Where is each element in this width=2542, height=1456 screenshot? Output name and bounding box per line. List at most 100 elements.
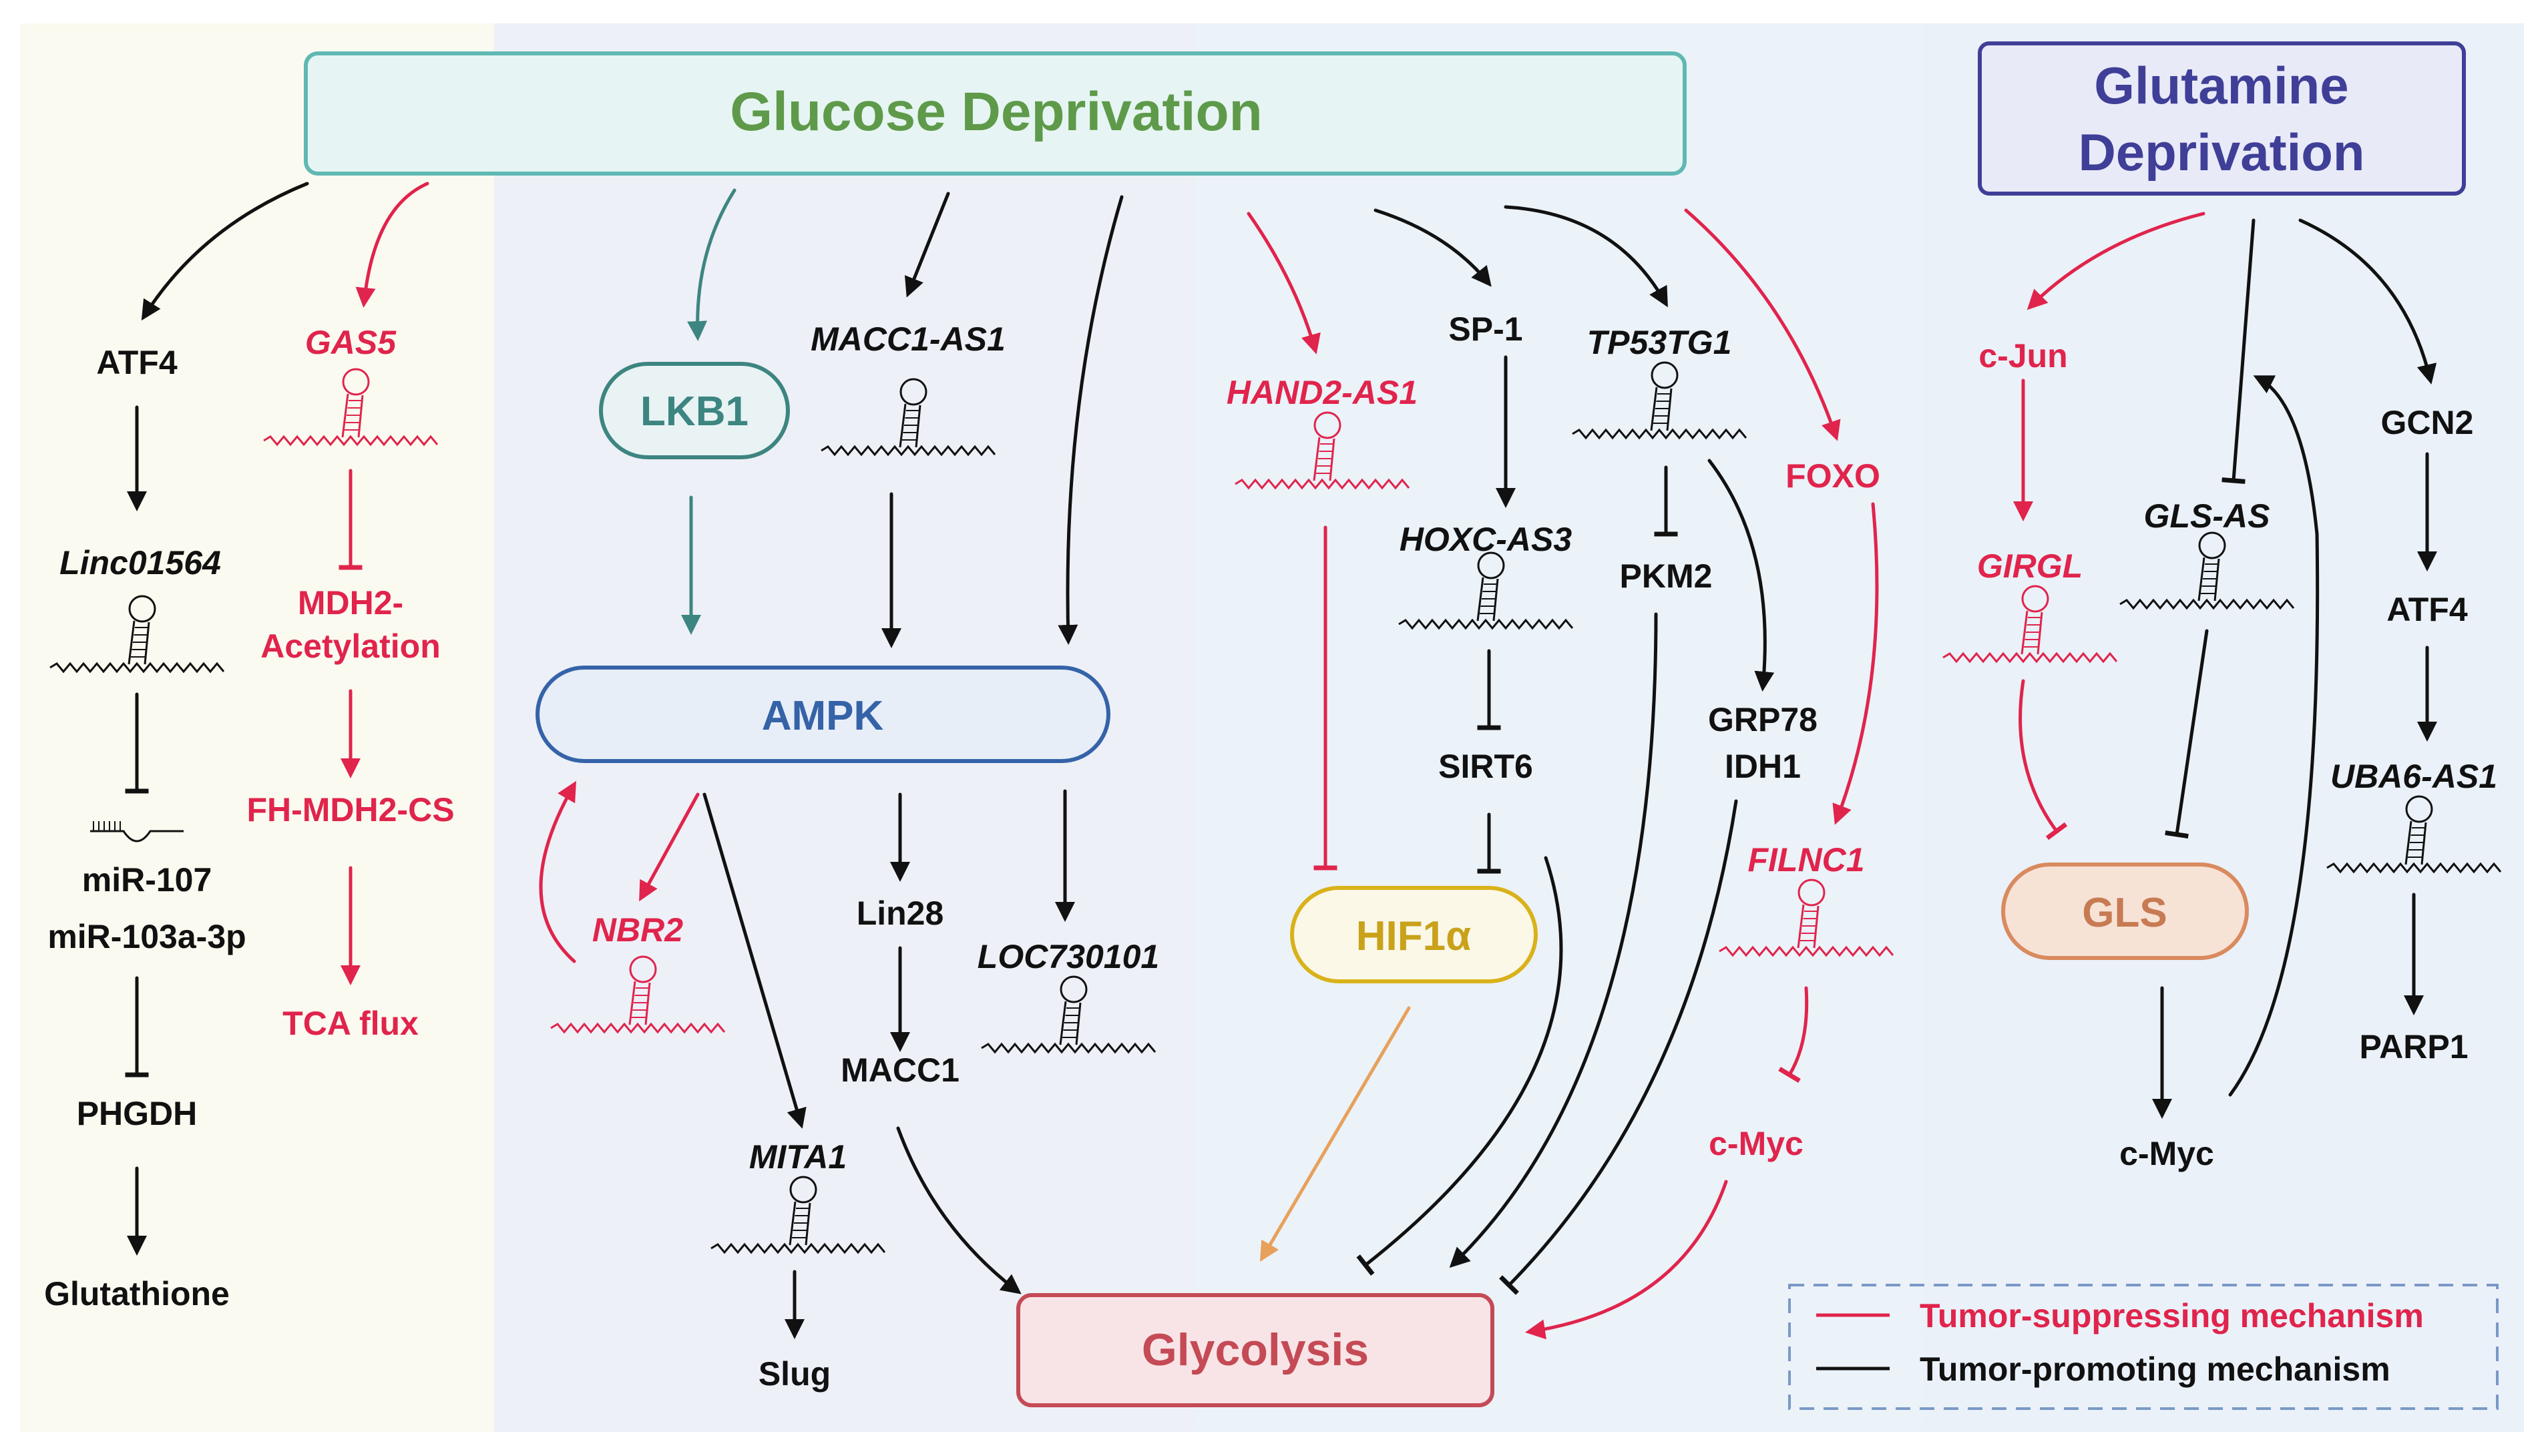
legend: Tumor-suppressing mechanism Tumor-promot… xyxy=(1788,1284,2499,1410)
inhibit-glsas-gls xyxy=(2165,629,2209,839)
glucose-deprivation-title: Glucose Deprivation xyxy=(730,81,1262,142)
atf4-left-label: ATF4 xyxy=(96,344,177,381)
inhibit-filnc1-cmyc xyxy=(1778,986,1809,1083)
arrow-tp53tg1-grp78 xyxy=(1707,459,1775,692)
mirna-glyph-layer xyxy=(90,821,184,842)
arrow-glucose-atf4 xyxy=(141,182,309,321)
lkb1-box xyxy=(599,362,790,459)
nbr2-label: NBR2 xyxy=(592,911,683,949)
arrow-pkm2-glycolysis xyxy=(1449,612,1658,1268)
legend-promoting-label: Tumor-promoting mechanism xyxy=(1920,1351,2390,1388)
sp1-label: SP-1 xyxy=(1448,310,1522,348)
inhibit-sirt6-glycolysis xyxy=(1356,856,1563,1276)
glutamine-deprivation-title-line2: Deprivation xyxy=(2078,123,2364,182)
arrow-foxo-filnc1 xyxy=(1832,502,1879,825)
arrow-glucose-ampk xyxy=(1058,195,1124,645)
phgdh-label: PHGDH xyxy=(77,1095,198,1132)
hand2-as1-rna-icon xyxy=(1235,411,1410,490)
gls-as-rna-icon xyxy=(2119,531,2295,610)
hif1a-box xyxy=(1290,886,1538,983)
inhibit-glutamine-glsas xyxy=(2221,218,2256,484)
mir107-label: miR-107 xyxy=(82,861,212,899)
foxo-label: FOXO xyxy=(1785,457,1880,495)
glutathione-label: Glutathione xyxy=(44,1275,230,1312)
glycolysis-label: Glycolysis xyxy=(1142,1324,1369,1375)
ampk-label: AMPK xyxy=(762,693,884,739)
cjun-label: c-Jun xyxy=(1978,337,2067,375)
arrow-glucose-foxo xyxy=(1684,208,1841,441)
ampk-box xyxy=(536,666,1110,763)
inhibit-girgl-gls xyxy=(2019,679,2068,840)
hif1a-label: HIF1α xyxy=(1356,913,1471,959)
arrow-ampk-nbr2 xyxy=(639,792,700,902)
filnc1-rna-icon xyxy=(1719,879,1894,957)
arrow-glucose-hand2as1 xyxy=(1247,212,1321,354)
glutamine-deprivation-box xyxy=(1978,41,2466,196)
macc1-as1-rna-icon xyxy=(821,378,996,457)
mdh2-label-line2: Acetylation xyxy=(260,628,441,665)
arrow-cmyc-glycolysis xyxy=(1525,1180,1728,1340)
arrow-glutamine-gcn2 xyxy=(2298,218,2437,385)
glucose-deprivation-box xyxy=(304,51,1687,176)
glycolysis-box xyxy=(1016,1293,1494,1407)
hand2-as1-label: HAND2-AS1 xyxy=(1227,374,1418,411)
rna-glyph-layer xyxy=(49,361,2502,1254)
pathway-arrows xyxy=(125,182,2437,1340)
gas5-rna-icon xyxy=(263,368,439,447)
legend-suppressing-label: Tumor-suppressing mechanism xyxy=(1920,1297,2424,1334)
linc01564-label: Linc01564 xyxy=(59,544,221,581)
gls-box xyxy=(2001,863,2249,960)
atf4-right-label: ATF4 xyxy=(2386,591,2467,628)
arrow-nbr2-ampk xyxy=(539,780,576,963)
lkb1-label: LKB1 xyxy=(640,389,749,435)
glutamine-deprivation-title-line1: Glutamine xyxy=(2094,56,2348,115)
idh1-label: IDH1 xyxy=(1725,748,1801,785)
cmyc-right-label: c-Myc xyxy=(2119,1135,2214,1172)
lin28-label: Lin28 xyxy=(857,895,944,932)
hoxc-as3-label: HOXC-AS3 xyxy=(1400,521,1572,558)
gls-label: GLS xyxy=(2082,890,2167,936)
tp53tg1-rna-icon xyxy=(1572,361,1747,440)
girgl-rna-icon xyxy=(1942,585,2118,664)
fh-mdh2-cs-label: FH-MDH2-CS xyxy=(246,791,454,828)
loc730101-label: LOC730101 xyxy=(978,938,1159,975)
grp78-label: GRP78 xyxy=(1708,701,1818,738)
panel-glutamine-background xyxy=(1923,23,2524,1432)
arrow-glucose-tp53tg1 xyxy=(1504,205,1668,308)
mirna-duplex-icon xyxy=(90,821,184,842)
girgl-label: GIRGL xyxy=(1977,547,2083,585)
arrow-hif1a-glycolysis xyxy=(1259,1006,1411,1262)
mita1-rna-icon xyxy=(710,1176,886,1254)
arrow-glucose-macc1as1 xyxy=(904,192,950,298)
panel-right-center-background xyxy=(1195,23,1923,1432)
macc1-label: MACC1 xyxy=(841,1051,960,1089)
tp53tg1-label: TP53TG1 xyxy=(1587,324,1732,361)
loc730101-rna-icon xyxy=(981,975,1156,1054)
pkm2-label: PKM2 xyxy=(1620,557,1713,595)
arrow-cmyc-glsas-feedback xyxy=(2228,375,2320,1097)
text-nodes: ATF4 Linc01564 miR-107 miR-103a-3p PHGDH… xyxy=(44,310,2497,1393)
cmyc-mid-label: c-Myc xyxy=(1709,1125,1804,1162)
arrow-glucose-sp1 xyxy=(1373,208,1492,287)
gas5-label: GAS5 xyxy=(305,324,397,361)
mir103-label: miR-103a-3p xyxy=(47,918,246,955)
linc01564-rna-icon xyxy=(49,595,225,674)
nbr2-rna-icon xyxy=(550,955,726,1034)
macc1-as1-label: MACC1-AS1 xyxy=(811,320,1006,358)
uba6-as1-label: UBA6-AS1 xyxy=(2330,758,2497,795)
sirt6-label: SIRT6 xyxy=(1438,748,1533,785)
arrow-ampk-mita1 xyxy=(702,792,807,1129)
arrow-macc1-glycolysis xyxy=(896,1126,1022,1294)
slug-label: Slug xyxy=(759,1355,831,1393)
arrow-glucose-gas5 xyxy=(355,182,429,308)
gls-as-label: GLS-AS xyxy=(2144,497,2270,535)
legend-box xyxy=(1788,1284,2499,1410)
tca-flux-label: TCA flux xyxy=(282,1005,419,1042)
panel-left-background xyxy=(20,23,494,1432)
arrow-glutamine-cjun xyxy=(2027,212,2205,310)
gcn2-label: GCN2 xyxy=(2381,404,2474,441)
uba6-as1-rna-icon xyxy=(2326,795,2502,874)
parp1-label: PARP1 xyxy=(2359,1028,2468,1065)
